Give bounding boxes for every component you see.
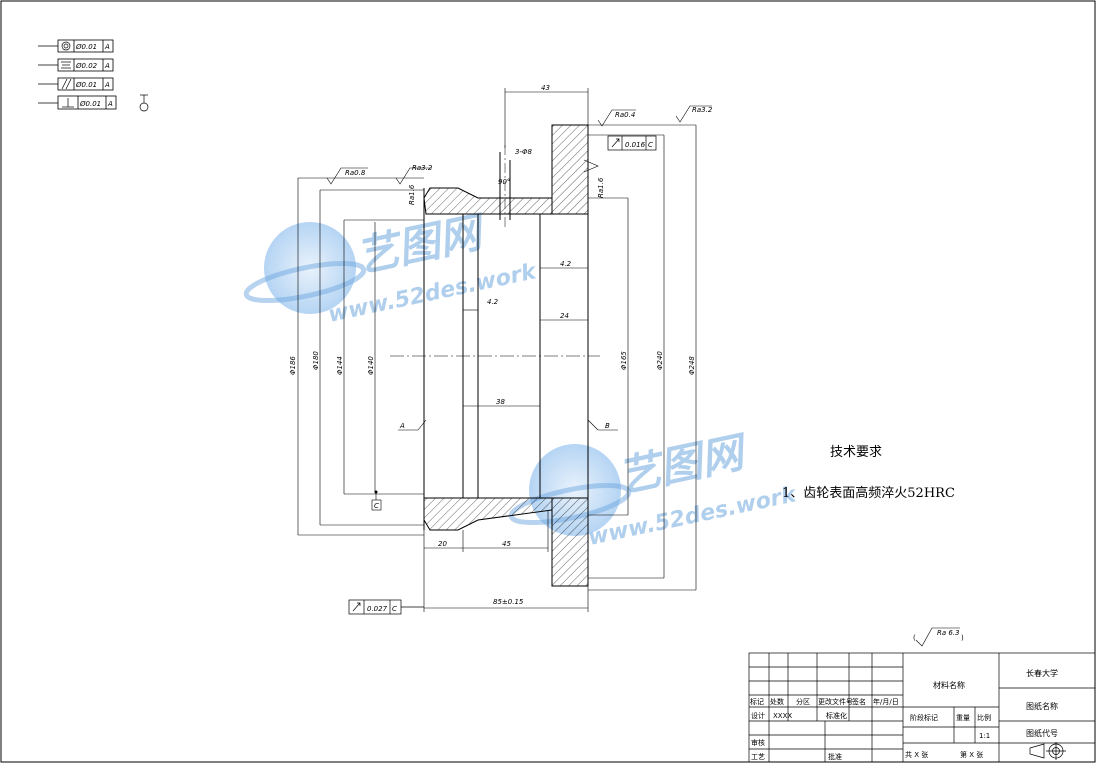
tb-sign: 签名 <box>852 697 866 706</box>
dim-overall: 85±0.15 <box>493 598 524 606</box>
title-block-texts: 标记 处数 分区 更改文件号 签名 年/月/日 设计 XXXX 标准化 审核 工… <box>750 668 1058 761</box>
dim-bore-right: 4.2 <box>560 260 572 268</box>
tb-design: 设计 <box>751 711 765 720</box>
tb-change-doc: 更改文件号 <box>818 697 853 706</box>
dim-holes: 3-Φ8 <box>515 148 532 156</box>
roughness-label: Ra3.2 <box>692 106 713 114</box>
roughness-symbols <box>326 105 960 647</box>
roughness-icon <box>326 167 368 185</box>
runout-icon <box>352 602 361 612</box>
tb-drawing-code: 图纸代号 <box>1026 728 1058 738</box>
tb-weight: 重量 <box>956 714 970 722</box>
watermark-1: 艺图网 www.52des.work <box>243 206 540 328</box>
runout-frame-bottom <box>348 599 424 615</box>
dim-bore-left: 4.2 <box>487 298 499 306</box>
gdt-datum: A <box>104 81 110 89</box>
watermark-cn: 艺图网 <box>614 426 753 501</box>
tb-mark: 标记 <box>750 697 764 706</box>
section-label-a: A <box>399 422 405 430</box>
gdt-datum: A <box>104 43 110 51</box>
dim-dia-180: Φ180 <box>312 351 320 370</box>
roughness-icon <box>675 105 712 123</box>
general-roughness: Ra 6.3 <box>937 629 960 637</box>
dim-dia-186: Φ186 <box>289 356 297 375</box>
dim-angle: 90° <box>498 178 510 186</box>
tech-req-title: 技术要求 <box>830 445 882 460</box>
dimension-lines <box>297 88 697 612</box>
general-roughness-close: ) <box>961 634 964 642</box>
runout-top-tol: 0.016 <box>625 141 646 149</box>
watermark-cn: 艺图网 <box>352 206 491 281</box>
dim-top-width: 43 <box>541 84 550 92</box>
dim-dia-240: Φ240 <box>656 351 664 370</box>
parallelism-icon <box>61 78 72 90</box>
tb-total-sheets: 共 X 张 <box>905 750 928 759</box>
roughness-label: Ra0.8 <box>345 169 366 177</box>
gdt-row-symmetry: Ø0.02 A <box>38 58 114 72</box>
tb-approve: 批准 <box>828 752 842 761</box>
tb-date: 年/月/日 <box>873 697 899 706</box>
dim-dia-144: Φ144 <box>336 356 344 375</box>
tb-scale-label: 比例 <box>977 713 991 722</box>
roughness-label: Ra3.2 <box>412 164 433 172</box>
watermark-url: www.52des.work <box>326 259 539 328</box>
projection-symbol-icon <box>1029 742 1066 760</box>
gdt-tol: Ø0.02 <box>75 62 98 70</box>
dim-bottom-20: 20 <box>438 540 447 548</box>
tb-designer: XXXX <box>773 712 792 720</box>
gdt-tol: Ø0.01 <box>75 81 97 89</box>
tb-review: 审核 <box>751 738 765 747</box>
tb-stage-mark: 阶段标记 <box>910 713 938 722</box>
roughness-label: Ra1.6 <box>597 177 605 198</box>
gdt-row-concentricity: Ø0.01 A <box>38 39 114 53</box>
concentricity-icon <box>61 41 71 51</box>
tb-material: 材料名称 <box>933 680 965 690</box>
gdt-tol: Ø0.01 <box>75 43 97 51</box>
dimension-texts: 43 3-Φ8 90° 4.2 4.2 24 38 Φ186 Φ180 Φ144… <box>289 84 696 606</box>
datum-c-label: C <box>374 502 379 510</box>
roughness-icon <box>583 159 599 173</box>
roughness-icon <box>597 109 636 127</box>
section-label-b: B <box>605 422 610 430</box>
symmetry-icon <box>61 61 71 69</box>
roughness-icon <box>395 167 432 185</box>
perpendicularity-icon <box>62 98 74 108</box>
dim-width-38: 38 <box>496 398 505 406</box>
tb-standard: 标准化 <box>826 711 847 720</box>
title-block <box>748 652 1096 763</box>
tb-scale-value: 1:1 <box>979 732 990 740</box>
runout-bottom-tol: 0.027 <box>367 605 388 613</box>
runout-icon <box>611 138 620 148</box>
roughness-label: Ra0.4 <box>615 111 635 119</box>
tb-count: 处数 <box>770 697 784 706</box>
roughness-texts: Ra0.8 Ra3.2 Ra0.4 Ra3.2 Ra1.6 Ra1.6 ( Ra… <box>345 106 964 642</box>
tb-sheet-no: 第 X 张 <box>960 750 983 759</box>
runout-frame-top <box>607 135 657 151</box>
datum-marker-icon <box>139 94 149 112</box>
tb-process: 工艺 <box>751 753 765 761</box>
gdt-datum: A <box>107 100 113 108</box>
roughness-icon <box>915 627 960 647</box>
part-section <box>390 124 600 587</box>
roughness-label: Ra1.6 <box>408 184 416 205</box>
runout-top-datum: C <box>648 141 653 149</box>
tb-drawing-name: 图纸名称 <box>1026 701 1058 711</box>
dim-width-24: 24 <box>560 312 569 320</box>
gdt-tol: Ø0.01 <box>79 100 101 108</box>
gdt-legend: Ø0.01 A Ø0.02 A Ø0.01 A <box>38 39 149 112</box>
tech-req-item: 1、齿轮表面高频淬火52HRC <box>782 485 955 501</box>
runout-bottom-datum: C <box>392 605 397 613</box>
general-roughness-open: ( <box>913 634 916 642</box>
dim-bottom-45: 45 <box>502 540 511 548</box>
gdt-row-perpendicularity: Ø0.01 A <box>38 95 117 110</box>
dim-dia-140: Φ140 <box>367 356 375 375</box>
tb-zone: 分区 <box>796 697 810 706</box>
dim-dia-165: Φ165 <box>620 351 628 370</box>
tb-school: 长春大学 <box>1026 668 1058 678</box>
gdt-datum: A <box>104 62 110 70</box>
dim-dia-248: Φ248 <box>688 356 696 375</box>
gdt-row-parallelism: Ø0.01 A <box>38 77 114 91</box>
